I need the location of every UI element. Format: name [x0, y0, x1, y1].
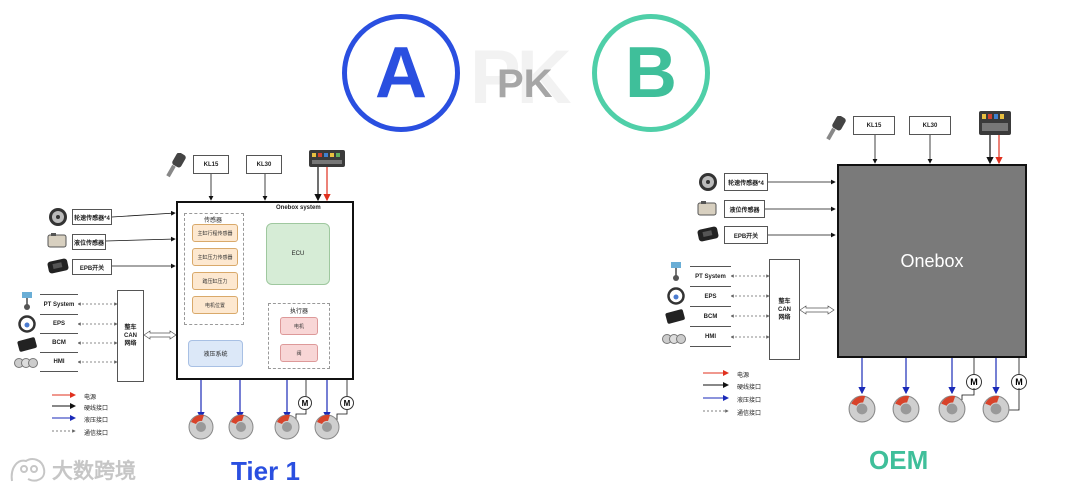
actuator-item: 电机 [280, 317, 318, 335]
watermark: 大数跨境 [8, 455, 136, 485]
sensor-item: 主缸压力传感器 [192, 248, 238, 266]
brake-disc-icon [274, 414, 300, 440]
epb-switch-icon [697, 226, 719, 242]
ecu-box: ECU [266, 223, 330, 285]
legend-hardwire: 硬线接口 [737, 385, 762, 391]
input-box-epb: EPB开关 [72, 259, 112, 275]
legend-hardwire: 硬线接口 [84, 406, 109, 412]
hmi-gauges-icon [662, 334, 686, 344]
kl30-box: KL30 [909, 116, 951, 135]
epb-switch-icon [47, 258, 69, 274]
hmi-gauges-icon [14, 358, 38, 368]
actuator-group-label: 执行器 [290, 309, 309, 315]
sensor-item: 主缸行程传感器 [192, 224, 238, 242]
bcm-module-icon [665, 309, 685, 324]
onebox-system-title: Onebox system [276, 205, 321, 211]
pk-label: PK [497, 62, 553, 106]
actuator-item: 阀 [280, 344, 318, 362]
fluid-level-icon [47, 233, 67, 248]
badge-a: A [342, 14, 460, 132]
system-eps: EPS [690, 287, 731, 307]
pk-ghost: PK [470, 35, 572, 120]
input-box-fluid-level: 液位传感器 [724, 200, 765, 218]
wheel-sensor-icon [699, 173, 717, 191]
badge-b: B [592, 14, 710, 132]
wheel-sensor-icon [49, 208, 67, 226]
motor-icon: M [966, 374, 982, 390]
legend-power: 电源 [84, 395, 97, 401]
fuse-box-icon [309, 150, 345, 167]
brake-disc-icon [848, 395, 876, 423]
pt-system-icon [22, 292, 32, 310]
brake-disc-icon [314, 414, 340, 440]
onebox-label: Onebox [900, 250, 964, 271]
key-icon [826, 116, 846, 141]
vehicle-systems-box: PT System EPS BCM HMI [690, 266, 731, 347]
bcm-module-icon [17, 337, 37, 352]
system-pt: PT System [690, 267, 731, 287]
brake-disc-icon [892, 395, 920, 423]
left-lines [52, 165, 348, 433]
system-pt: PT System [40, 295, 78, 315]
brake-disc-icon [982, 395, 1010, 423]
legend-power: 电源 [737, 373, 750, 379]
input-box-epb: EPB开关 [724, 226, 768, 244]
brake-disc-icon [938, 395, 966, 423]
input-box-wheel-speed: 轮速传感器*4 [724, 173, 768, 191]
onebox-box: Onebox [837, 164, 1027, 358]
motor-icon: M [1011, 374, 1027, 390]
hydraulic-system-box: 液压系统 [188, 340, 243, 367]
tier1-caption: Tier 1 [231, 456, 300, 486]
oem-caption: OEM [869, 445, 929, 475]
pt-system-icon [671, 262, 681, 281]
actuator-group [268, 303, 330, 369]
input-box-fluid-level: 液位传感器 [72, 234, 106, 250]
vehicle-systems-box: PT System EPS BCM HMI [40, 294, 78, 372]
kl15-box: KL15 [193, 155, 229, 174]
brake-disc-icon [188, 414, 214, 440]
steering-wheel-icon [18, 315, 36, 333]
system-bcm: BCM [40, 334, 78, 353]
legend-communication: 通信接口 [84, 431, 109, 437]
steering-wheel-icon [667, 287, 685, 305]
sensor-group [184, 213, 244, 325]
input-box-wheel-speed: 轮速传感器*4 [72, 209, 112, 225]
system-hmi: HMI [690, 327, 731, 346]
legend-communication: 通信接口 [737, 411, 762, 417]
sensor-item: 电机位置 [192, 296, 238, 314]
sensor-item: 踏压缸压力 [192, 272, 238, 290]
sensor-group-label: 传感器 [204, 218, 223, 224]
legend-hydraulic: 液压接口 [737, 398, 762, 404]
legend-hydraulic: 液压接口 [84, 418, 109, 424]
system-eps: EPS [40, 315, 78, 334]
kl30-box: KL30 [246, 155, 282, 174]
system-bcm: BCM [690, 307, 731, 327]
fluid-level-icon [697, 201, 717, 216]
system-hmi: HMI [40, 353, 78, 371]
kl15-box: KL15 [853, 116, 895, 135]
motor-icon: M [340, 396, 354, 410]
watermark-logo-icon [10, 458, 46, 482]
fuse-box-icon [979, 111, 1011, 135]
brake-disc-icon [228, 414, 254, 440]
motor-icon: M [298, 396, 312, 410]
key-icon [166, 153, 186, 178]
